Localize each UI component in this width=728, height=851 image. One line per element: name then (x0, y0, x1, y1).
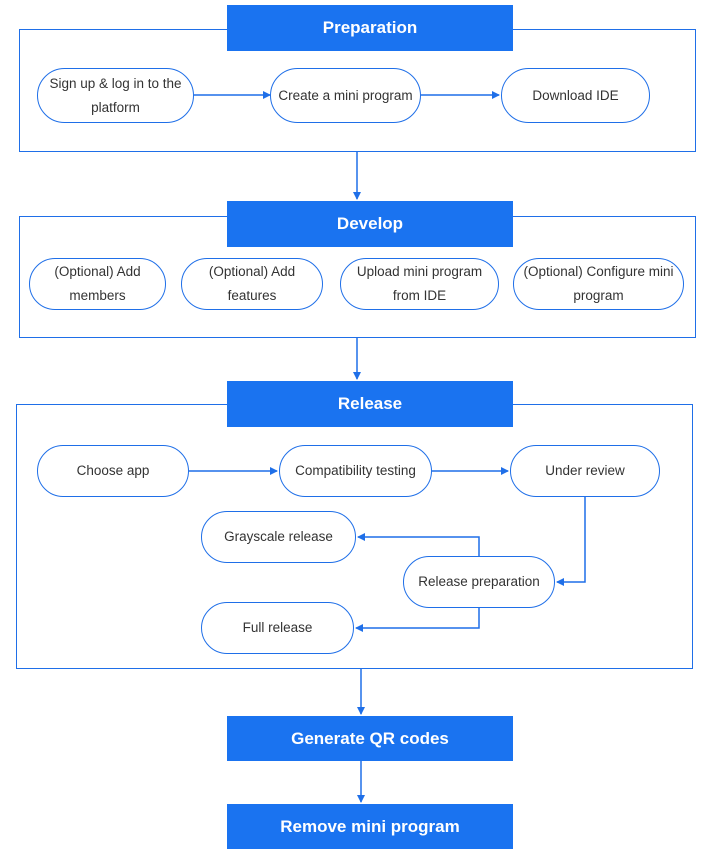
arrow-review-to-release-prep (556, 497, 586, 586)
node-configure-mini-program: (Optional) Configure mini program (513, 258, 684, 310)
node-create-mini-program: Create a mini program (270, 68, 421, 123)
node-add-features: (Optional) Add features (181, 258, 323, 310)
develop-header: Develop (227, 201, 513, 247)
node-full-release: Full release (201, 602, 354, 654)
node-sign-up: Sign up & log in to the platform (37, 68, 194, 123)
node-add-members: (Optional) Add members (29, 258, 166, 310)
generate-qr-header: Generate QR codes (227, 716, 513, 761)
preparation-header: Preparation (227, 5, 513, 51)
arrow-release-prep-to-full (355, 608, 480, 632)
remove-mini-program-header: Remove mini program (227, 804, 513, 849)
node-upload-from-ide: Upload mini program from IDE (340, 258, 499, 310)
node-choose-app: Choose app (37, 445, 189, 497)
node-release-preparation: Release preparation (403, 556, 555, 608)
node-download-ide: Download IDE (501, 68, 650, 123)
node-compatibility-testing: Compatibility testing (279, 445, 432, 497)
node-under-review: Under review (510, 445, 660, 497)
node-grayscale-release: Grayscale release (201, 511, 356, 563)
arrow-release-prep-to-grayscale (357, 533, 480, 556)
release-header: Release (227, 381, 513, 427)
